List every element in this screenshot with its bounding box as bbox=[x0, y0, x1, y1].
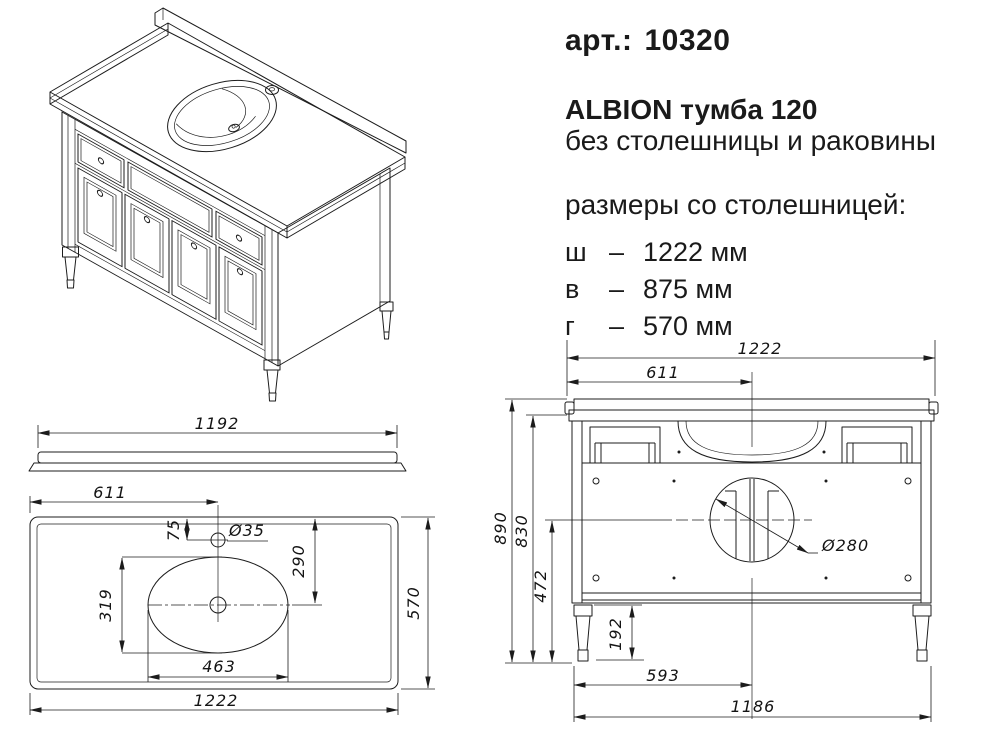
dim-key: в bbox=[565, 274, 580, 304]
article-line: арт.: 10320 bbox=[565, 24, 995, 58]
drawer-box-right bbox=[841, 426, 913, 464]
dimension-row-width: ш – 1222 мм bbox=[565, 234, 995, 271]
drawer-left bbox=[77, 133, 125, 189]
dim-height-total: 890 bbox=[491, 511, 510, 545]
dim-key: г bbox=[565, 311, 575, 341]
knob bbox=[235, 234, 243, 242]
dim-pipe-dia: Ø280 bbox=[821, 536, 869, 555]
dim-leg-center: 593 bbox=[646, 666, 680, 685]
dim-sink-offset: 290 bbox=[289, 544, 308, 578]
legs bbox=[62, 246, 394, 402]
sink-bowl-rear bbox=[677, 420, 827, 463]
article-number: 10320 bbox=[644, 24, 731, 57]
dim-value: 570 мм bbox=[643, 311, 733, 341]
door-1 bbox=[77, 167, 123, 268]
sink-basin bbox=[167, 79, 277, 153]
door-3 bbox=[171, 220, 217, 320]
dimensions-heading: размеры со столешницей: bbox=[565, 189, 907, 220]
false-front bbox=[127, 161, 213, 238]
dim-width-total: 1222 bbox=[194, 691, 239, 710]
rear-legs bbox=[573, 604, 932, 662]
dim-leg-height: 192 bbox=[606, 617, 625, 651]
countertop-band bbox=[573, 398, 930, 411]
dim-dash: – bbox=[609, 311, 625, 341]
countertop-outline bbox=[29, 516, 399, 690]
pipe-hole bbox=[660, 477, 812, 563]
profile-view: 1192 bbox=[28, 414, 407, 472]
article-label: арт.: bbox=[565, 24, 633, 57]
knob bbox=[97, 157, 105, 165]
dim-sink-depth: 319 bbox=[96, 588, 115, 622]
dimension-row-depth: г – 570 мм bbox=[565, 308, 995, 345]
top-view: 611 75 Ø35 290 319 463 570 1222 bbox=[29, 483, 435, 715]
door-4 bbox=[218, 246, 263, 346]
dim-center: 611 bbox=[93, 483, 127, 502]
dim-center: 611 bbox=[646, 363, 680, 382]
countertop-slab bbox=[568, 409, 935, 422]
dim-sink-width: 463 bbox=[202, 657, 236, 676]
countertop-molding-profile bbox=[28, 462, 407, 472]
rear-view: Ø280 1222 611 890 830 4 bbox=[491, 339, 939, 722]
isometric-view bbox=[49, 7, 407, 402]
drawer-right bbox=[215, 210, 263, 266]
dim-width-total: 1222 bbox=[738, 339, 783, 358]
dim-height-body: 830 bbox=[512, 514, 531, 548]
dim-value: 1222 мм bbox=[643, 237, 748, 267]
product-title: ALBION тумба 120 bbox=[565, 94, 818, 125]
product-subtitle: без столешницы и раковины bbox=[565, 125, 936, 156]
door-2 bbox=[124, 193, 170, 294]
countertop-top bbox=[49, 22, 406, 227]
dimension-row-height: в – 875 мм bbox=[565, 271, 995, 308]
product-info: арт.: 10320 ALBION тумба 120 без столешни… bbox=[565, 24, 995, 345]
dim-faucet-dia: Ø35 bbox=[228, 521, 265, 540]
countertop-slab-profile bbox=[37, 451, 398, 464]
cabinet-front-face bbox=[61, 111, 279, 367]
dim-key: ш bbox=[565, 237, 587, 267]
cabinet-back bbox=[571, 420, 932, 604]
dim-profile-width: 1192 bbox=[195, 414, 240, 433]
dim-pipe-center: 472 bbox=[531, 569, 550, 603]
faucet-hole bbox=[265, 85, 279, 95]
backsplash bbox=[154, 7, 407, 154]
dim-dash: – bbox=[609, 274, 625, 304]
drawer-box-left bbox=[589, 426, 661, 464]
cabinet-side-face bbox=[277, 167, 391, 367]
dim-faucet-offset: 75 bbox=[164, 519, 183, 541]
dim-dash: – bbox=[609, 237, 625, 267]
dim-value: 875 мм bbox=[643, 274, 733, 304]
dim-depth-total: 570 bbox=[404, 586, 423, 620]
dim-leg-span: 1186 bbox=[731, 697, 776, 716]
